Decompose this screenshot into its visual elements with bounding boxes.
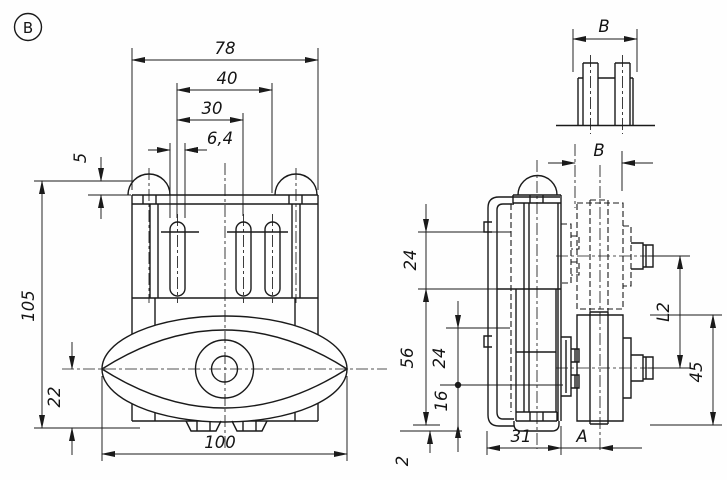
- side-jaw-phantom-profile: [561, 223, 580, 284]
- front-centerline-set: [62, 163, 387, 450]
- dim-24-outer-label: 24: [401, 250, 420, 271]
- dim-6-4-label: 6,4: [207, 129, 233, 148]
- side-centerline-set: [536, 144, 648, 452]
- dim-78-label: 78: [215, 39, 236, 58]
- side-channel-inner: [496, 203, 514, 420]
- dim-40-label: 40: [217, 69, 238, 88]
- front-view: [62, 163, 387, 450]
- side-top-detail: [556, 55, 655, 134]
- side-channel-outer: [487, 196, 560, 427]
- side-centerlines: [536, 144, 648, 452]
- front-slot-3: [264, 221, 281, 297]
- side-housing-bottom-plate: [515, 411, 558, 422]
- dim-b-mid-label: B: [593, 141, 604, 160]
- dim-22-label: 22: [45, 387, 64, 408]
- side-jaw-phantom: [561, 223, 580, 284]
- view-label-text: B: [23, 19, 33, 37]
- side-housing-edges: [497, 203, 562, 421]
- dim-5-label: 5: [71, 153, 90, 164]
- side-jaw-solid-profile: [561, 336, 580, 397]
- side-housing-foot: [513, 421, 560, 432]
- dim-56-label: 56: [398, 348, 417, 369]
- dim-2-label: 2: [393, 456, 412, 467]
- side-housing-dome: [517, 174, 558, 196]
- dim-chain-dot: [454, 381, 462, 389]
- front-slot-1: [169, 221, 186, 297]
- front-feet: [185, 420, 268, 432]
- side-top-detail-centerlines: [590, 55, 623, 134]
- front-body-outline: [127, 173, 319, 422]
- side-top-detail-profile: [556, 62, 655, 127]
- dim-24-inner-label: 24: [430, 348, 449, 369]
- view-label-circle: [13, 12, 43, 42]
- front-slot-2: [235, 221, 252, 297]
- dim-16-label: 16: [432, 391, 451, 412]
- side-channel: [483, 196, 560, 427]
- dim-100-label: 100: [204, 433, 236, 452]
- dim-105-label: 105: [19, 290, 38, 322]
- dim-45-label: 45: [687, 362, 706, 383]
- dim-31-label: 31: [511, 427, 532, 446]
- dim-a-label: A: [575, 427, 587, 446]
- side-view: [483, 55, 655, 452]
- dim-b-top-label: B: [598, 17, 609, 36]
- view-label-badge: B: [13, 12, 43, 42]
- dim-30-label: 30: [202, 99, 223, 118]
- dim-l2-label: L2: [654, 302, 673, 322]
- side-housing: [497, 174, 562, 432]
- front-dimensions: 78 40 30 6,4 5 105 22 100: [19, 39, 348, 461]
- side-dimensions: B B 24 56 24 16 2 31 A L2 45: [393, 17, 722, 466]
- front-centerlines: [62, 163, 387, 450]
- side-jaw-solid: [561, 336, 580, 397]
- front-feet-tabs: [185, 420, 268, 432]
